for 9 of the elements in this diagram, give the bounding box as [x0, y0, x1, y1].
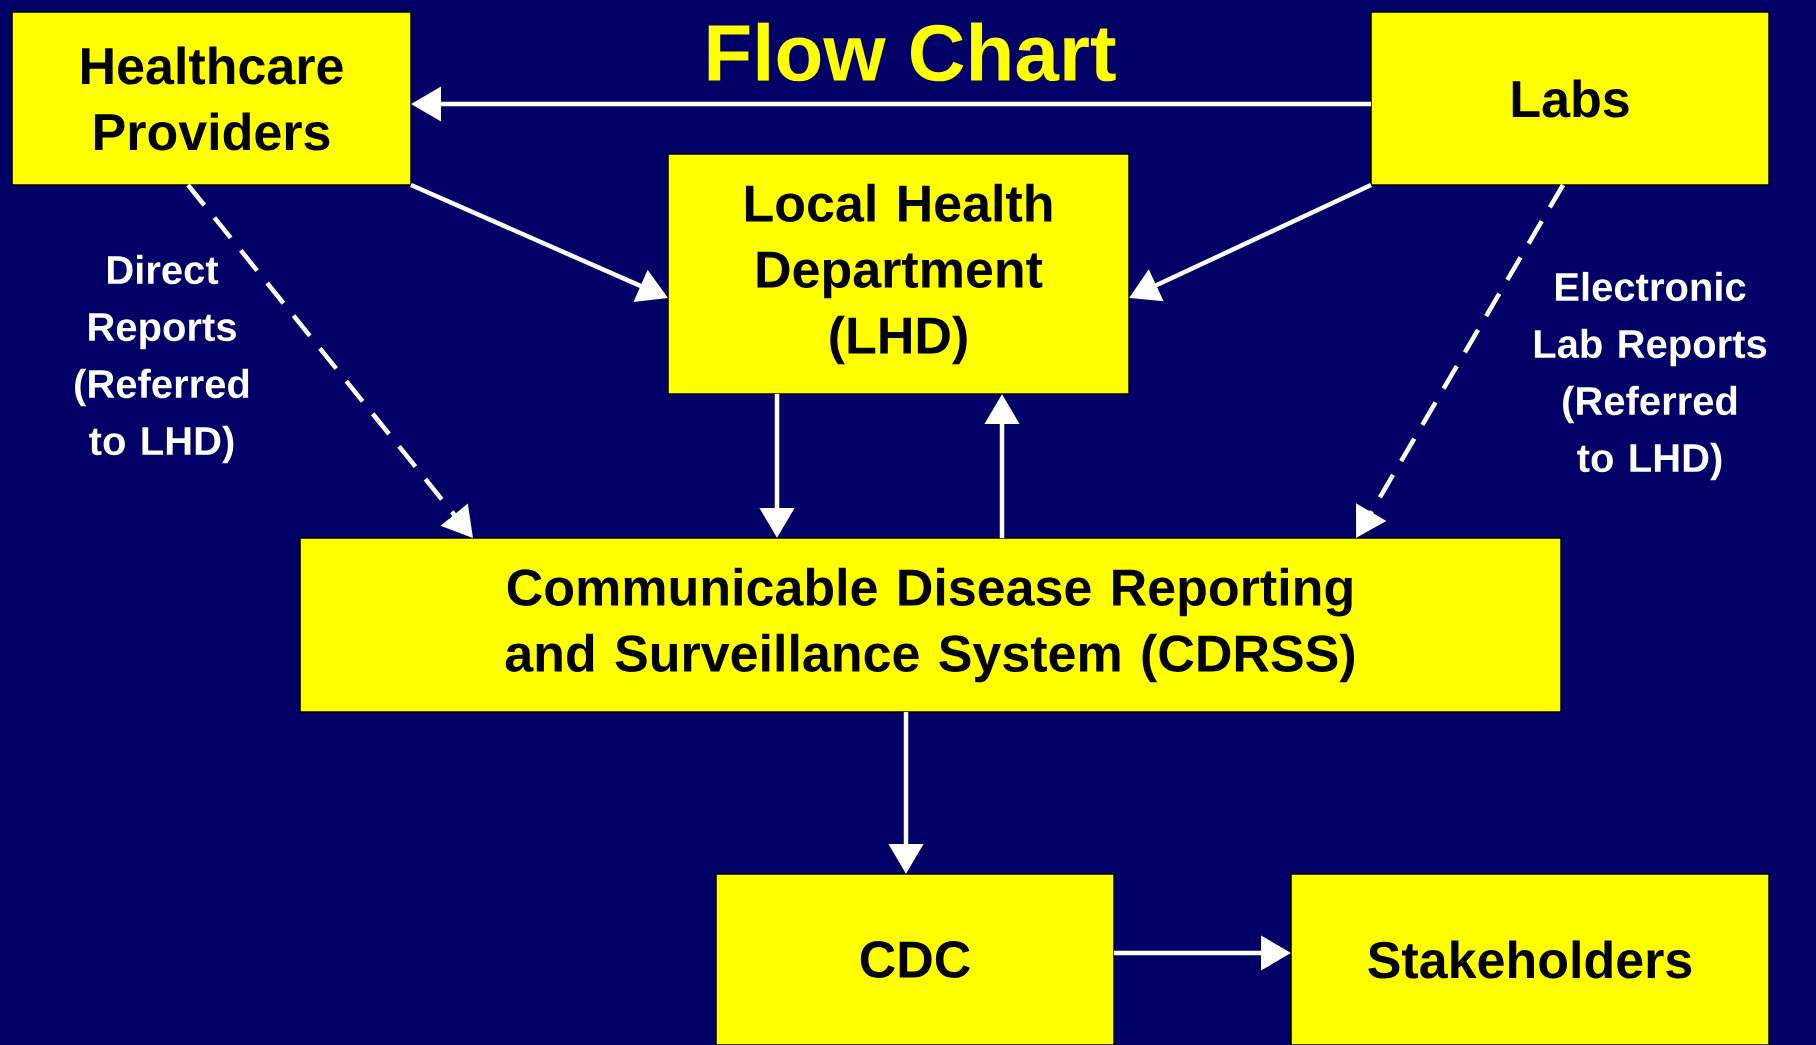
process-box: Labs — [1370, 11, 1770, 186]
process-box: Local Health Department (LHD) — [667, 153, 1130, 395]
process-box: Healthcare Providers — [11, 11, 412, 186]
process-box: Stakeholders — [1290, 873, 1770, 1045]
title: Flow Chart — [708, 22, 1116, 82]
process-box: CDC — [715, 873, 1115, 1045]
edge-label: Direct Reports (Referred to LHD) — [75, 254, 249, 464]
edge-label: Electronic Lab Reports (Referred to LHD) — [1534, 271, 1767, 481]
process-box: Communicable Disease Reporting and Surveillance System (CDRSS) — [299, 537, 1562, 713]
